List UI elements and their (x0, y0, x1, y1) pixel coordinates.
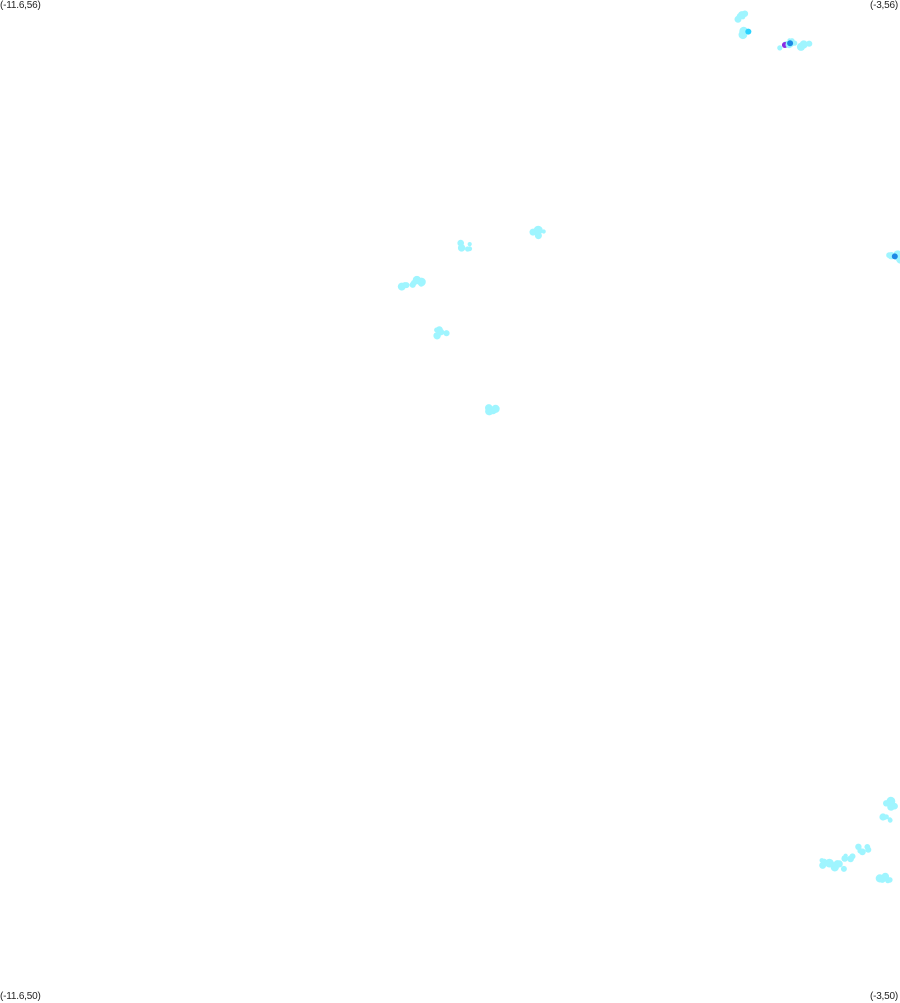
cluster-dot (864, 844, 871, 850)
cluster-11 (485, 404, 500, 416)
cluster-6 (529, 225, 546, 240)
cluster-dot (412, 275, 422, 285)
cluster-dot (842, 856, 847, 861)
cluster-7 (457, 239, 473, 252)
cluster-18 (875, 872, 893, 884)
cluster-dot (859, 848, 866, 856)
cluster-dot (443, 330, 450, 337)
cluster-core-dot (745, 28, 752, 35)
cluster-dot (819, 861, 827, 869)
cluster-dot (467, 246, 473, 252)
cluster-dot (883, 800, 890, 807)
cluster-dot (541, 229, 546, 234)
cluster-9 (409, 275, 426, 288)
cluster-17 (819, 858, 836, 869)
cluster-dot (887, 803, 895, 811)
cluster-layer (397, 10, 900, 884)
cluster-dot (835, 860, 843, 868)
cluster-dot (796, 42, 806, 51)
cluster-dot (879, 813, 887, 821)
cluster-10 (433, 326, 450, 340)
cluster-core-dot (787, 40, 794, 47)
cluster-3 (785, 38, 798, 49)
corner-label-bottom-right: (-3,50) (869, 991, 898, 1002)
cluster-dot (398, 283, 403, 288)
cluster-dot (403, 282, 410, 289)
cluster-dot (777, 45, 783, 51)
cluster-dot (849, 853, 856, 860)
cluster-dot (457, 239, 465, 247)
cluster-dot (887, 877, 893, 883)
cluster-14 (855, 843, 872, 856)
corner-label-top-right: (-3,56) (869, 0, 898, 11)
cluster-dot (887, 817, 892, 822)
cluster-8 (397, 282, 410, 291)
cluster-dot (534, 226, 543, 235)
cluster-core-dot (891, 253, 898, 260)
cluster-dot (840, 865, 847, 872)
cluster-1 (738, 26, 752, 40)
cluster-15 (841, 853, 856, 863)
cluster-dot (741, 10, 749, 17)
cluster-12 (883, 796, 898, 811)
cluster-5 (886, 250, 900, 264)
corner-label-top-left: (-11.6,56) (0, 0, 41, 11)
cluster-dot (467, 242, 472, 247)
cluster-0 (734, 10, 749, 23)
cluster-dot (855, 843, 862, 850)
cluster-dot (825, 858, 834, 868)
cluster-dot (433, 332, 441, 340)
cluster-13 (879, 813, 893, 823)
corner-label-bottom-left: (-11.6,50) (0, 991, 41, 1002)
cluster-dot (875, 874, 884, 883)
cluster-4 (796, 40, 813, 51)
cluster-dot (491, 404, 500, 413)
